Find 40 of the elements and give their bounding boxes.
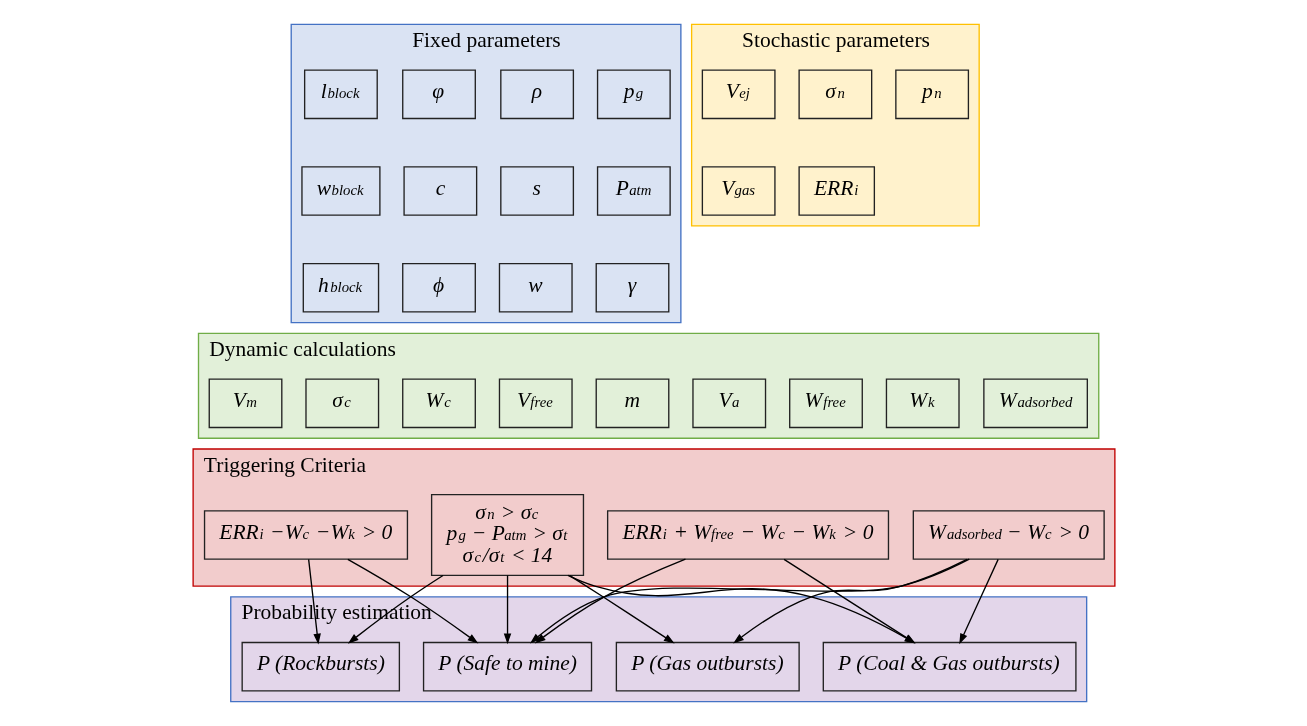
node-box: Wc <box>401 378 476 429</box>
arrow <box>347 574 444 644</box>
node-box: Patm <box>596 166 671 216</box>
node-box: P (Rockbursts) <box>241 641 400 692</box>
arrow <box>503 574 511 645</box>
node-box: P (Coal & Gas outbursts) <box>822 641 1077 692</box>
node-box: w <box>498 262 573 313</box>
node-box: γ <box>595 262 669 313</box>
node-box: pg <box>596 69 671 120</box>
node-box: s <box>499 166 574 216</box>
arrow <box>568 574 675 644</box>
node-box: Wadsorbed <box>982 378 1088 429</box>
node-box: Wfree <box>788 378 863 429</box>
node-box: ϕ <box>401 262 476 313</box>
node-box: m <box>595 378 669 429</box>
node-box: wblock <box>300 166 381 216</box>
node-box: Vfree <box>498 378 573 429</box>
node-box: ERRi −Wc −Wk > 0 <box>203 510 408 560</box>
node-box: hblock <box>302 262 379 313</box>
node-box: ERRi + Wfree − Wc − Wk > 0 <box>606 510 889 560</box>
node-box: pn <box>894 69 969 120</box>
arrow <box>307 558 321 645</box>
node-box: σc <box>304 378 379 429</box>
node-box: σn > σc pg − Patm > σt σc/σt < 14 <box>430 494 584 576</box>
node-box: Wadsorbed − Wc > 0 <box>912 510 1105 560</box>
node-box: Vej <box>701 69 776 120</box>
node-box: Va <box>691 378 766 429</box>
node-box: Wk <box>885 378 960 429</box>
node-box: Vgas <box>701 166 776 216</box>
node-box: ρ <box>499 69 574 120</box>
node-box: φ <box>401 69 476 120</box>
node-box: ERRi <box>797 166 875 216</box>
node-box: P (Gas outbursts) <box>615 641 800 692</box>
node-box: Vm <box>208 378 282 429</box>
node-box: c <box>402 166 477 216</box>
arrow <box>958 558 999 645</box>
arrow <box>346 558 478 644</box>
node-box: σn <box>797 69 872 120</box>
node-box: lblock <box>303 69 378 120</box>
node-box: P (Safe to mine) <box>422 641 592 692</box>
